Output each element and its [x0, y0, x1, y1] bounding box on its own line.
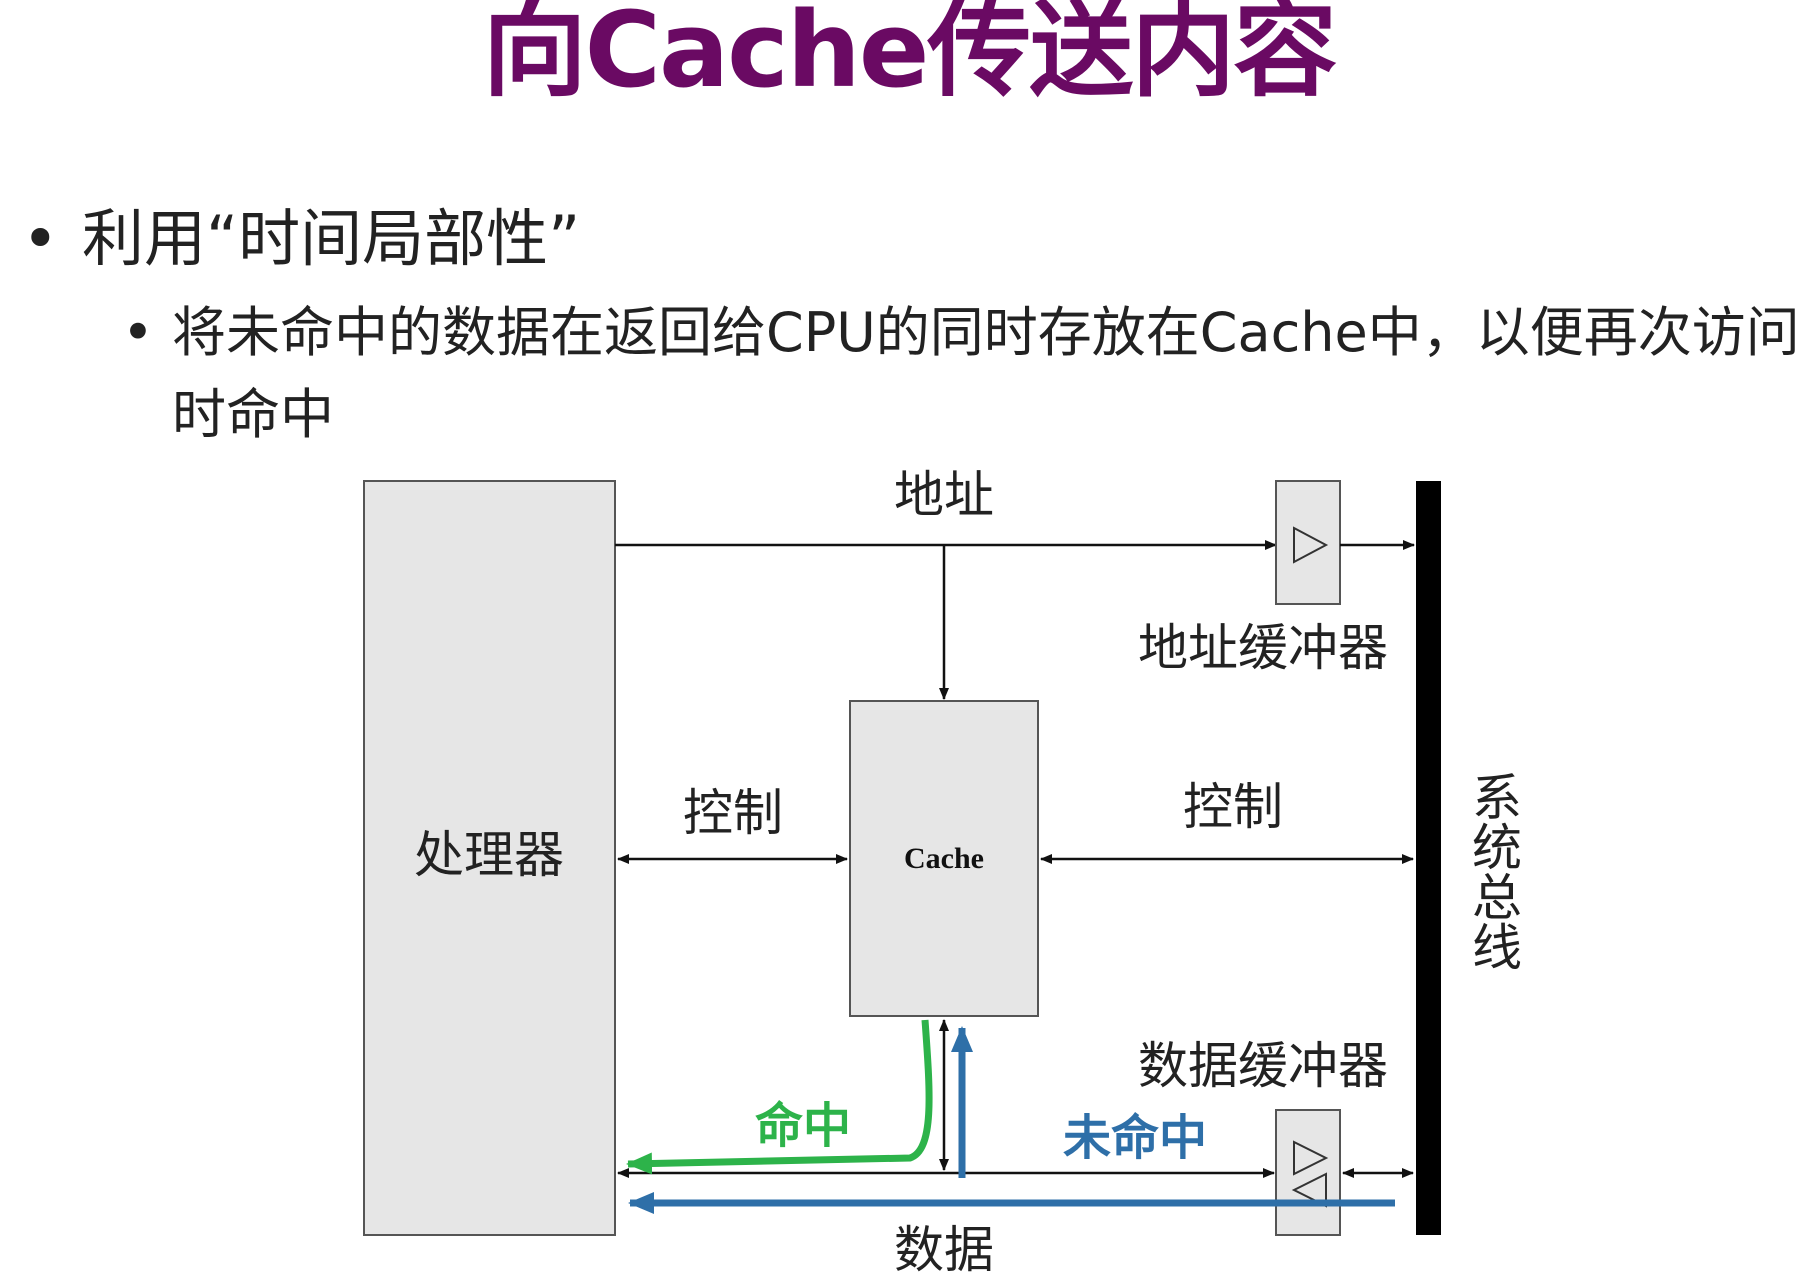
cache-label: Cache [904, 842, 984, 875]
system-bus [1416, 481, 1441, 1235]
data-buffer-right-triangle-icon [1293, 1140, 1329, 1176]
miss-label: 未命中 [1063, 1110, 1207, 1166]
address-label: 地址 [894, 466, 994, 524]
page-title: 向Cache传送内容 [482, 0, 1338, 111]
data-buffer-left-triangle-icon [1291, 1172, 1327, 1208]
system-bus-label-1: 系 [1472, 769, 1522, 827]
control-right-label: 控制 [1183, 778, 1283, 836]
control-left-label: 控制 [683, 784, 783, 842]
hit-label: 命中 [755, 1098, 851, 1154]
sub-bullet-item: • 将未命中的数据在返回给CPU的同时存放在Cache中，以便再次访问时命中 [122, 292, 1812, 456]
bullet-dot: • [22, 202, 59, 275]
system-bus-label-4: 线 [1472, 919, 1522, 977]
data-buffer-box [1275, 1109, 1341, 1236]
system-bus-label-3: 总 [1472, 869, 1522, 927]
processor-box [363, 480, 616, 1236]
bullet-text: 利用“时间局部性” [82, 202, 581, 275]
data-buffer-label: 数据缓冲器 [1138, 1037, 1388, 1095]
processor-label: 处理器 [414, 826, 564, 884]
address-buffer-triangle-icon [1293, 526, 1329, 564]
hit-path-arrow [626, 1019, 933, 1175]
sub-bullet-text: 将未命中的数据在返回给CPU的同时存放在Cache中，以便再次访问时命中 [172, 301, 1800, 447]
system-bus-label-2: 统 [1472, 819, 1522, 877]
bullet-item: • 利用“时间局部性” [22, 192, 580, 286]
sub-bullet-dot: • [122, 301, 154, 364]
address-buffer-box [1275, 480, 1341, 605]
cache-box [849, 700, 1039, 1017]
data-label: 数据 [894, 1221, 994, 1274]
address-buffer-label: 地址缓冲器 [1138, 619, 1388, 677]
